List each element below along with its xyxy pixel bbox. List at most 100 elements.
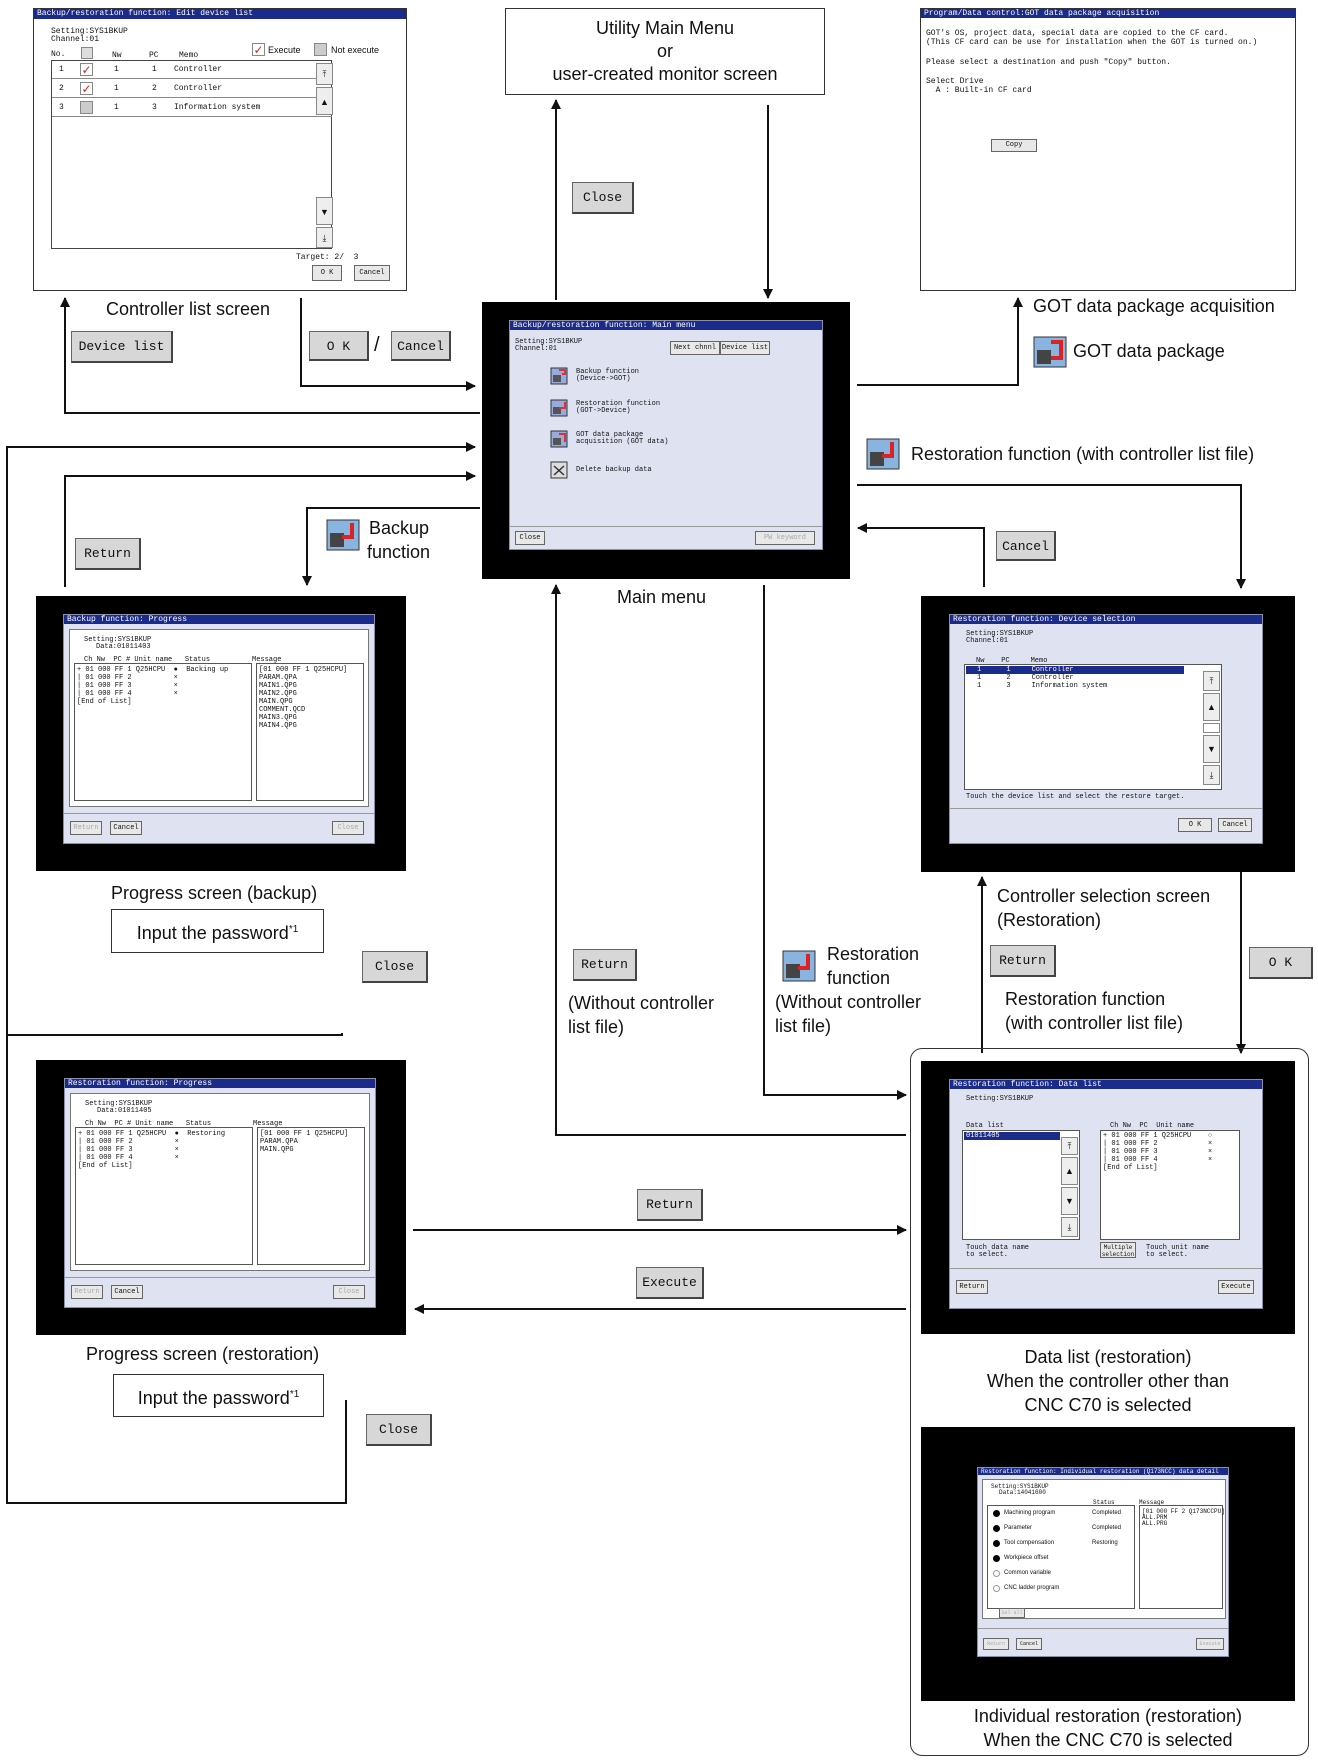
- execute-checkbox[interactable]: [80, 101, 93, 114]
- scroll-bottom-icon[interactable]: ⤓: [1061, 1217, 1078, 1237]
- pr-unit-list[interactable]: + 01 000 FF 1 Q25HCPU ● Restoring | 01 0…: [75, 1127, 253, 1265]
- pb-unit-list[interactable]: + 01 000 FF 1 Q25HCPU ● Backing up | 01 …: [74, 663, 252, 801]
- scroll-bottom-icon[interactable]: ⤓: [316, 227, 333, 248]
- device-list-button[interactable]: Device list: [720, 341, 770, 355]
- pr-return-button[interactable]: Return: [71, 1285, 103, 1299]
- radio-filled-icon[interactable]: [993, 1510, 1000, 1517]
- restoration-function-icon[interactable]: [550, 399, 568, 417]
- list-item[interactable]: [End of List]: [1103, 1164, 1158, 1172]
- password-footnote: *1: [288, 924, 299, 935]
- ir-execute-button[interactable]: Execute: [1196, 1638, 1224, 1650]
- scroll-up-icon[interactable]: ▲: [1061, 1157, 1078, 1185]
- cancel-flow-button[interactable]: Cancel: [391, 331, 451, 361]
- execute-datalist-button[interactable]: Execute: [636, 1267, 704, 1299]
- list-item[interactable]: 1 1 Controller: [977, 666, 1074, 674]
- pb-cancel-button[interactable]: Cancel: [110, 821, 142, 835]
- list-item[interactable]: Tool compensation: [1004, 1540, 1055, 1546]
- table-row[interactable]: 2 ✓ 1 2 Controller: [52, 79, 332, 98]
- ok-flow-button[interactable]: O K: [309, 331, 369, 361]
- scroll-thumb[interactable]: [1203, 723, 1220, 733]
- pb-close-button[interactable]: Close: [332, 821, 364, 835]
- scroll-down-icon[interactable]: ▼: [1203, 735, 1220, 763]
- pr-close-button[interactable]: Close: [333, 1285, 365, 1299]
- list-item[interactable]: 01011405: [966, 1132, 1000, 1140]
- edit-select-all-checkbox[interactable]: [81, 47, 93, 59]
- ds-device-list[interactable]: 1 1 Controller 1 2 Controller 1 3 Inform…: [964, 664, 1222, 790]
- ds-cancel-button[interactable]: Cancel: [1218, 818, 1252, 832]
- close-restore-progress-button[interactable]: Close: [366, 1414, 432, 1446]
- ir-item-list[interactable]: Machining program Completed Parameter Co…: [987, 1505, 1135, 1609]
- return-without-file-button[interactable]: Return: [573, 949, 637, 981]
- device-selection-screen: Restoration function: Device selection S…: [921, 596, 1295, 872]
- ok-controller-sel-button[interactable]: O K: [1249, 947, 1313, 979]
- dl-data-list[interactable]: 01011405 ⤒ ▲ ▼ ⤓: [962, 1130, 1080, 1240]
- close-backup-progress-button[interactable]: Close: [362, 951, 428, 983]
- cancel-device-sel-button[interactable]: Cancel: [996, 531, 1056, 561]
- edit-cancel-button[interactable]: Cancel: [354, 265, 390, 281]
- table-row[interactable]: 3 1 3 Information system: [52, 98, 332, 117]
- scroll-up-icon[interactable]: ▲: [316, 87, 333, 115]
- list-item[interactable]: Parameter: [1004, 1525, 1033, 1531]
- dl-execute-button[interactable]: Execute: [1218, 1280, 1254, 1294]
- ds-ok-button[interactable]: O K: [1178, 818, 1212, 832]
- list-item[interactable]: 1 2 Controller: [977, 674, 1074, 682]
- execute-checkbox[interactable]: ✓: [80, 82, 93, 96]
- radio-empty-icon[interactable]: [993, 1585, 1000, 1592]
- pb-return-button[interactable]: Return: [70, 821, 102, 835]
- scroll-top-icon[interactable]: ⤒: [1203, 671, 1220, 691]
- scroll-top-icon[interactable]: ⤒: [1061, 1137, 1078, 1155]
- delete-backup-icon[interactable]: [550, 461, 568, 479]
- legend-execute: Execute: [268, 45, 301, 55]
- return-datalist-button[interactable]: Return: [637, 1189, 703, 1221]
- password-text: Input the password: [137, 1388, 290, 1408]
- device-list-flow-button[interactable]: Device list: [71, 331, 173, 363]
- delete-backup-label[interactable]: Delete backup data: [576, 466, 652, 474]
- scroll-up-icon[interactable]: ▲: [1203, 693, 1220, 721]
- list-item[interactable]: | 01 000 FF 3 ×: [1103, 1148, 1213, 1156]
- list-item[interactable]: Machining program: [1004, 1510, 1056, 1516]
- return-backup-button[interactable]: Return: [75, 538, 141, 570]
- dl-return-button[interactable]: Return: [956, 1280, 988, 1294]
- dl-unit-list[interactable]: + 01 000 FF 1 Q25HCPU ○ | 01 000 FF 2 × …: [1100, 1130, 1240, 1240]
- ir-cancel-button[interactable]: Cancel: [1016, 1638, 1042, 1650]
- ir-return-button[interactable]: Return: [983, 1638, 1009, 1650]
- radio-filled-icon[interactable]: [993, 1525, 1000, 1532]
- backup-function-icon[interactable]: [550, 367, 568, 385]
- radio-filled-icon[interactable]: [993, 1555, 1000, 1562]
- list-item[interactable]: CNC ladder program: [1004, 1585, 1060, 1591]
- scroll-bottom-icon[interactable]: ⤓: [1203, 765, 1220, 785]
- got-package-label[interactable]: GOT data package: [576, 431, 644, 439]
- radio-filled-icon[interactable]: [993, 1540, 1000, 1547]
- pw-keyword-button[interactable]: PW keyword: [755, 531, 815, 545]
- main-close-button[interactable]: Close: [515, 531, 545, 545]
- scroll-down-icon[interactable]: ▼: [316, 197, 333, 225]
- copy-button[interactable]: Copy: [991, 139, 1037, 152]
- restoration-function-icon: [782, 950, 816, 982]
- restoration-function-icon: [866, 438, 900, 470]
- list-item[interactable]: + 01 000 FF 1 Q25HCPU ○: [1103, 1132, 1213, 1140]
- next-channel-button[interactable]: Next chnnl: [670, 341, 720, 355]
- item-status: Completed: [1092, 1510, 1122, 1516]
- backup-function-label[interactable]: Backup function: [576, 368, 640, 376]
- list-item[interactable]: | 01 000 FF 2 ×: [1103, 1140, 1213, 1148]
- pr-cancel-button[interactable]: Cancel: [111, 1285, 143, 1299]
- got-data-package-icon[interactable]: [550, 430, 568, 448]
- list-item[interactable]: | 01 000 FF 4 ×: [1103, 1156, 1213, 1164]
- close-to-utility-button[interactable]: Close: [572, 182, 634, 214]
- scroll-down-icon[interactable]: ▼: [1061, 1187, 1078, 1215]
- select-all-button[interactable]: Sel all: [999, 1608, 1025, 1618]
- table-row[interactable]: 1 ✓ 1 1 Controller: [52, 61, 332, 79]
- list-item: | 01 000 FF 3 ×: [78, 1146, 179, 1154]
- radio-empty-icon[interactable]: [993, 1570, 1000, 1577]
- list-item: [01 000 FF 1 Q25HCPU]: [260, 1130, 349, 1138]
- edit-ok-button[interactable]: O K: [312, 265, 342, 281]
- scroll-top-icon[interactable]: ⤒: [316, 63, 333, 85]
- restoration-function-label[interactable]: Restoration function: [576, 400, 661, 408]
- individual-label-2: When the CNC C70 is selected: [983, 1730, 1233, 1750]
- list-item[interactable]: Workpiece offset: [1004, 1555, 1049, 1561]
- return-controller-sel-button[interactable]: Return: [990, 945, 1056, 977]
- list-item[interactable]: Common variable: [1004, 1570, 1052, 1576]
- list-item[interactable]: 1 3 Information system: [977, 682, 1108, 690]
- execute-checkbox[interactable]: ✓: [80, 63, 93, 77]
